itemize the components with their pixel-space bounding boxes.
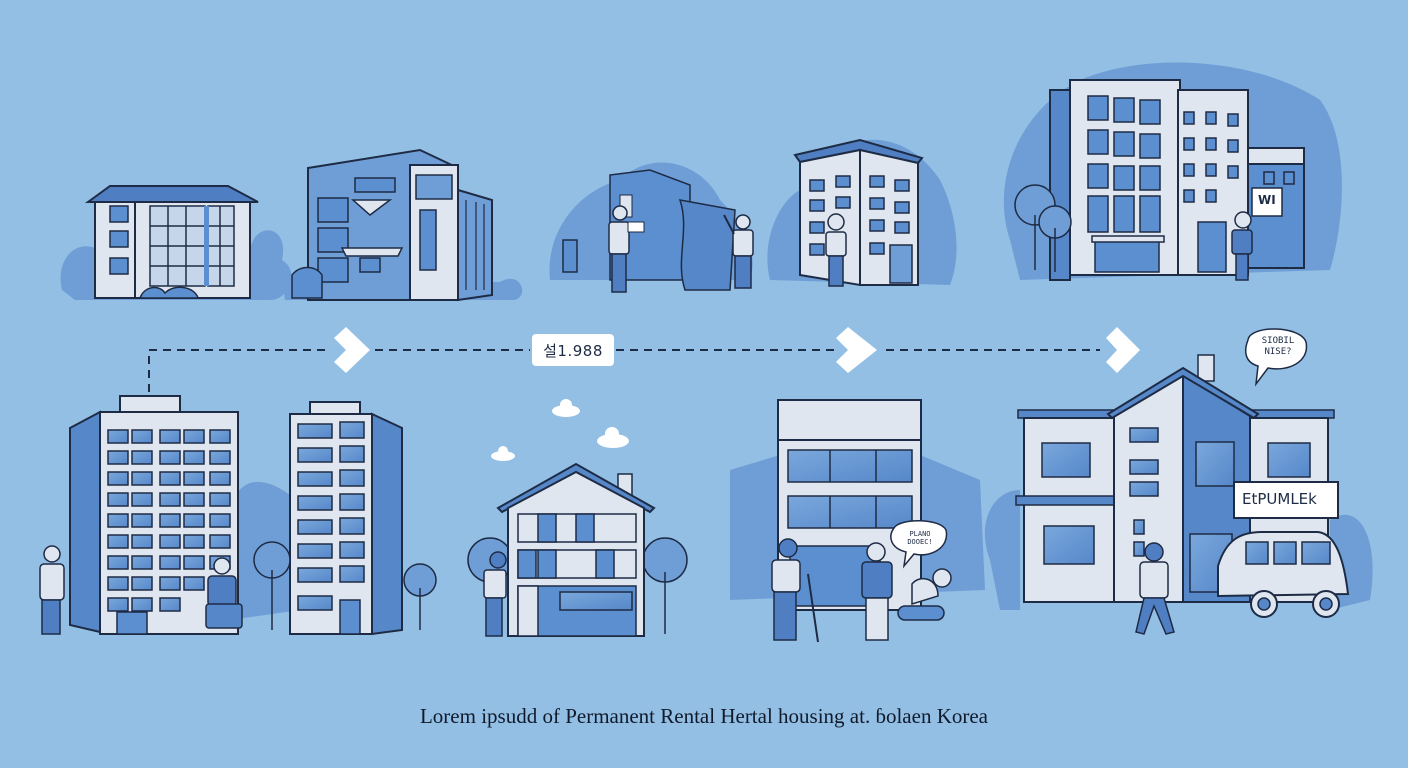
scene-small-apartment	[767, 138, 957, 287]
chevron-right-icon	[836, 327, 877, 373]
bubble-line-1: PLANO	[909, 530, 931, 538]
house-sign-text: EtPUMLEk	[1242, 490, 1317, 508]
tower-windows	[107, 429, 231, 612]
cloud-icon	[597, 427, 629, 448]
scene-high-rise-towers	[39, 395, 437, 636]
poster-text: WI	[1258, 193, 1276, 207]
bubble-text-middle: PLANO DOOEC!	[896, 530, 944, 547]
bubble-line-1: SIOBIL	[1261, 336, 1295, 346]
timeline-connector	[148, 349, 1100, 392]
bubble-text-top-right: SIOBIL NISE?	[1250, 336, 1306, 358]
speech-bubble	[890, 520, 948, 569]
car-icon	[1217, 531, 1350, 618]
house-sign-board	[1233, 481, 1339, 519]
timeline-year-label: 설1.988	[532, 334, 614, 366]
chevron-right-icon	[1106, 327, 1140, 373]
scene-old-office	[284, 148, 523, 302]
scene-modern-complex	[1003, 62, 1342, 281]
scene-people-ruin	[549, 162, 754, 293]
bubble-line-2: DOOEC!	[907, 538, 933, 547]
bubble-line-2: NISE?	[1264, 346, 1292, 357]
caption: Lorem ipsudd of Permanent Rental Hertal …	[419, 704, 988, 728]
scene-family-house	[984, 328, 1373, 635]
scene-gable-house	[467, 399, 688, 637]
scene-commercial-building	[730, 399, 985, 643]
speech-bubble	[1244, 328, 1308, 387]
cloud-icon	[552, 399, 580, 417]
scene-old-apartment	[60, 185, 292, 300]
chevron-right-icon	[334, 327, 370, 373]
cloud-icon	[491, 446, 515, 461]
